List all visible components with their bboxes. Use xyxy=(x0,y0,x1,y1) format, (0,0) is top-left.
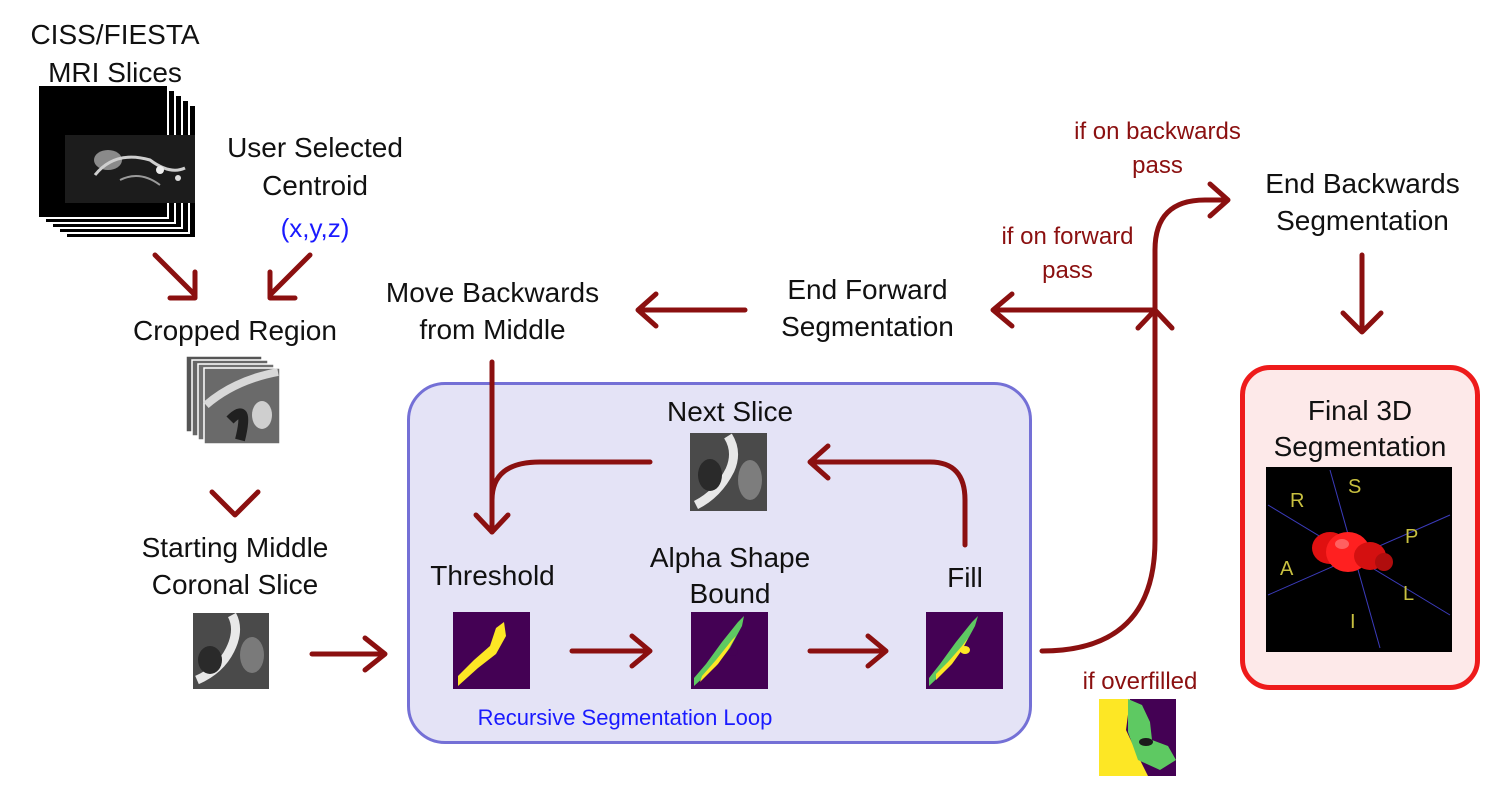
backwards-pass-label-line1: if on backwards xyxy=(1074,118,1241,145)
final-segmentation-title-line2: Segmentation xyxy=(1273,431,1447,462)
arrow-alpha-to-fill xyxy=(807,633,889,669)
backwards-pass-label-line2: pass xyxy=(1132,152,1183,179)
end-forward-label-line1: End Forward xyxy=(787,274,948,305)
centroid-coords: (x,y,z) xyxy=(280,213,350,243)
user-centroid-label-line2: Centroid xyxy=(262,170,368,201)
arrow-end-forward-to-move-back xyxy=(635,291,748,329)
move-backwards-label-line2: from Middle xyxy=(419,314,566,345)
cropped-region-label: Cropped Region xyxy=(133,315,337,346)
orientation-s-label: S xyxy=(1348,476,1362,498)
orientation-r-label: R xyxy=(1290,490,1305,512)
overfilled-label: if overfilled xyxy=(1082,668,1198,695)
end-backwards-label-line1: End Backwards xyxy=(1265,168,1460,199)
arrow-next-to-threshold xyxy=(473,459,653,535)
orientation-p-label: P xyxy=(1405,526,1419,548)
arrow-fill-to-branch xyxy=(1039,181,1231,654)
final-segmentation-title-line1: Final 3D xyxy=(1307,395,1413,426)
next-slice-label: Next Slice xyxy=(666,396,794,427)
arrow-fill-to-next xyxy=(807,443,968,548)
move-backwards-label-line1: Move Backwards xyxy=(385,277,600,308)
arrow-mri-to-cropped xyxy=(152,252,198,301)
arrow-threshold-to-alpha xyxy=(569,633,653,669)
arrow-end-backwards-to-final xyxy=(1340,252,1384,335)
user-centroid-label-line1: User Selected xyxy=(227,132,403,163)
threshold-label: Threshold xyxy=(430,560,555,591)
mri-slices-label-line2: MRI Slices xyxy=(48,57,182,88)
arrow-cropped-to-start xyxy=(209,489,261,518)
starting-slice-label-line2: Coronal Slice xyxy=(151,569,319,600)
forward-pass-label-line1: if on forward xyxy=(1001,223,1134,250)
alpha-shape-label-line2: Bound xyxy=(689,578,771,609)
arrow-start-to-threshold xyxy=(309,635,388,673)
loop-title: Recursive Segmentation Loop xyxy=(477,705,773,730)
mri-slices-label-line1: CISS/FIESTA xyxy=(30,19,200,50)
alpha-shape-label-line1: Alpha Shape xyxy=(649,542,811,573)
arrow-centroid-to-cropped xyxy=(267,252,313,301)
fill-label: Fill xyxy=(947,562,983,593)
orientation-i-label: I xyxy=(1350,611,1356,633)
starting-slice-label-line1: Starting Middle xyxy=(141,532,329,563)
orientation-l-label: L xyxy=(1403,583,1415,605)
end-backwards-label-line2: Segmentation xyxy=(1276,205,1449,236)
end-forward-label-line2: Segmentation xyxy=(781,311,954,342)
arrow-branch-to-end-forward xyxy=(990,291,1158,329)
forward-pass-label-line2: pass xyxy=(1042,257,1093,284)
orientation-a-label: A xyxy=(1280,558,1294,580)
